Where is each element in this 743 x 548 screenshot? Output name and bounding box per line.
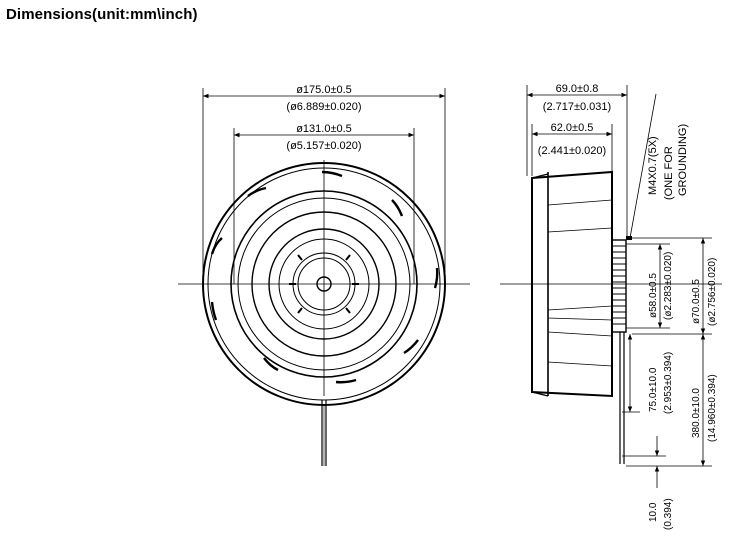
total-depth-in: (2.717±0.031) [543, 101, 611, 113]
housing-rim-circle [207, 167, 441, 401]
lead-long-in: (14.960±0.394) [707, 374, 718, 442]
lead-short-mm: 75.0±10.0 [648, 367, 659, 412]
page-title: Dimensions(unit:mm\inch) [6, 6, 198, 23]
strip-length-in: (0.394) [663, 498, 674, 530]
side-cable [619, 332, 625, 464]
hub-outer-circle [268, 228, 380, 340]
lead-long-mm: 380.0±10.0 [691, 388, 702, 438]
total-depth-mm: 69.0±0.8 [556, 83, 599, 95]
impeller-ring-outer [230, 190, 418, 378]
side-body-outline [531, 170, 613, 398]
inner-diameter-in: (ø5.157±0.020) [286, 140, 361, 152]
screw-note-3: GROUNDING) [677, 124, 689, 196]
side-motor-fins [612, 245, 626, 325]
motor-inner-circle [297, 257, 351, 311]
strip-length-mm: 10.0 [648, 502, 659, 522]
side-motor-flange [611, 239, 627, 333]
screw-note-2: (ONE FOR [663, 146, 675, 200]
grounding-screw [626, 236, 632, 240]
flange-diameter-in: (ø2.756±0.020) [707, 258, 718, 326]
flange-diameter-mm: ø70.0±0.5 [691, 279, 702, 324]
hub-inner-circle [278, 238, 370, 330]
front-view: ø175.0±0.5 (ø6.889±0.020) ø131.0±0.5 (ø5… [178, 84, 470, 466]
hub-diameter-in: (ø2.283±0.020) [663, 252, 674, 320]
shaft-circle [316, 276, 332, 292]
screw-note-1: M4X0.7(5X) [647, 136, 659, 195]
lead-short-in: (2.953±0.394) [663, 352, 674, 414]
inner-diameter-mm: ø131.0±0.5 [296, 123, 352, 135]
impeller-depth-mm: 62.0±0.5 [551, 122, 594, 134]
impeller-depth-in: (2.441±0.020) [538, 145, 606, 157]
hub-notches [289, 254, 359, 314]
hub-diameter-mm: ø58.0±0.5 [648, 273, 659, 318]
outer-diameter-mm: ø175.0±0.5 [296, 84, 352, 96]
side-view: 69.0±0.8 (2.717±0.031) 62.0±0.5 (2.441±0… [500, 83, 722, 530]
outer-diameter-in: (ø6.889±0.020) [286, 101, 361, 113]
screw-leader [629, 93, 657, 239]
rotor-ring [251, 211, 397, 357]
blade-marks [210, 170, 439, 384]
impeller-ring-inner [237, 197, 411, 371]
front-cable [321, 400, 327, 466]
